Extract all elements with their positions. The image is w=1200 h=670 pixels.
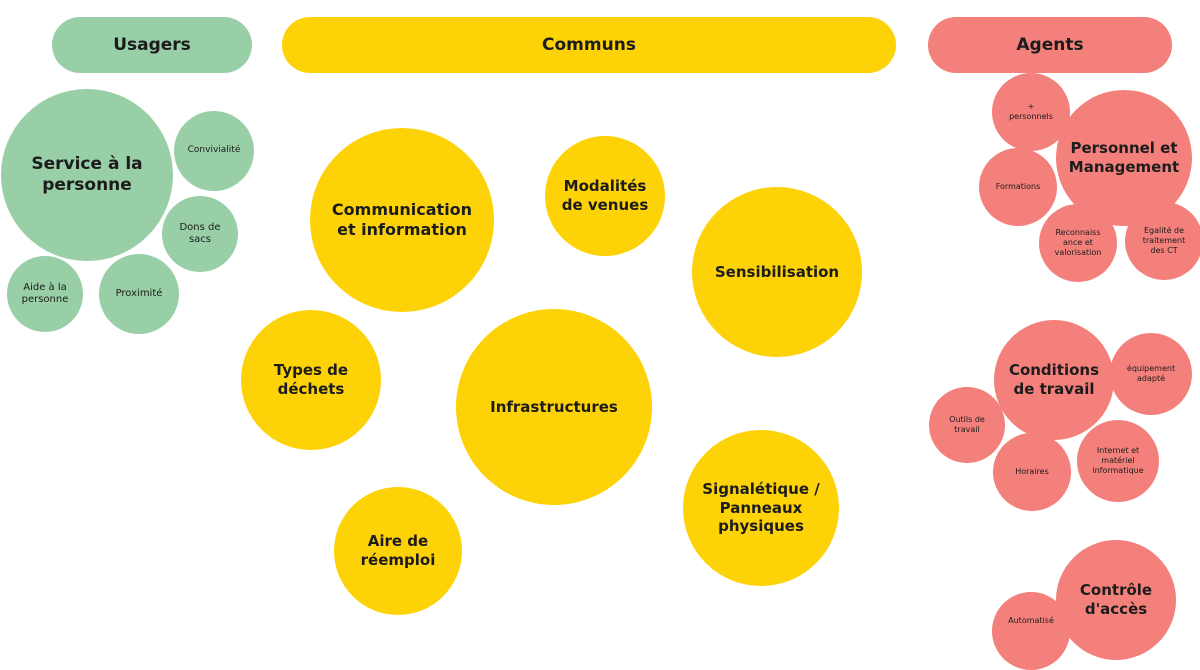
controle-d-acces-bubble: Contrôle d'accès — [1056, 540, 1176, 660]
sensibilisation-bubble: Sensibilisation — [692, 187, 862, 357]
aire-de-reemploi-bubble: Aire de réemploi — [334, 487, 462, 615]
automatise-bubble: Automatisé — [992, 592, 1070, 670]
reconnaissance-et-valorisation-bubble: Reconnaiss ance et valorisation — [1039, 204, 1117, 282]
service-a-la-personne-bubble: Service à la personne — [1, 89, 173, 261]
infrastructures-bubble: Infrastructures — [456, 309, 652, 505]
usagers-header: Usagers — [52, 17, 252, 73]
outils-de-travail-bubble: Outils de travail — [929, 387, 1005, 463]
dons-de-sacs-bubble: Dons de sacs — [162, 196, 238, 272]
internet-et-materiel-informatique-bubble: Internet et matériel informatique — [1077, 420, 1159, 502]
plus-personnels-bubble: + personnels — [992, 73, 1070, 151]
communs-header: Communs — [282, 17, 896, 73]
horaires-bubble: Horaires — [993, 433, 1071, 511]
formations-bubble: Formations — [979, 148, 1057, 226]
conditions-de-travail-bubble: Conditions de travail — [994, 320, 1114, 440]
proximite-bubble: Proximité — [99, 254, 179, 334]
signaletique-panneaux-physiques-bubble: Signalétique / Panneaux physiques — [683, 430, 839, 586]
aide-a-la-personne-bubble: Aide à la personne — [7, 256, 83, 332]
communication-et-information-bubble: Communication et information — [310, 128, 494, 312]
egalite-de-traitement-bubble: Egalité de traitement des CT — [1125, 202, 1200, 280]
agents-header: Agents — [928, 17, 1172, 73]
equipement-adapte-bubble: équipement adapté — [1110, 333, 1192, 415]
convivialite-bubble: Convivialité — [174, 111, 254, 191]
types-de-dechets-bubble: Types de déchets — [241, 310, 381, 450]
modalites-de-venues-bubble: Modalités de venues — [545, 136, 665, 256]
